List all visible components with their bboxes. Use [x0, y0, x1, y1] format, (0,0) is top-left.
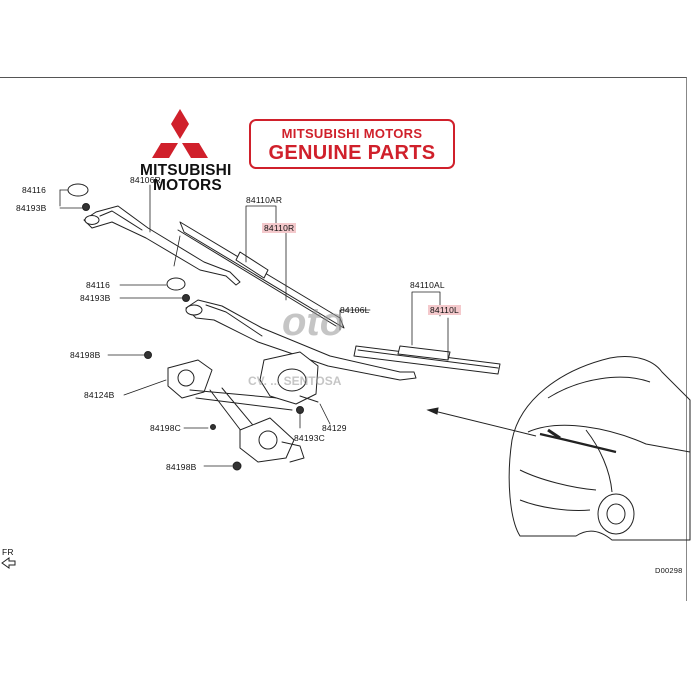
- front-direction-arrow-icon: [1, 557, 16, 569]
- part-label: 84124B: [84, 390, 115, 400]
- brand-name-line2: MOTORS: [153, 177, 222, 194]
- part-label: 84193C: [294, 433, 325, 443]
- nut-icon: [182, 294, 190, 302]
- part-label-highlighted: 84110R: [262, 223, 297, 233]
- watermark-text: CV. ... SENTOSA: [248, 374, 342, 388]
- front-direction-label: FR: [2, 547, 14, 557]
- part-label: 84116: [86, 280, 111, 290]
- badge-top-text: MITSUBISHI MOTORS: [281, 126, 423, 141]
- bolt-icon: [210, 424, 216, 430]
- drawing-code: D00298: [655, 566, 683, 575]
- vehicle-outline: [508, 356, 691, 541]
- nut-icon: [82, 203, 90, 211]
- bolt-icon: [232, 461, 242, 471]
- watermark-logo: oto: [282, 300, 345, 344]
- wiper-motor: [259, 351, 319, 405]
- part-label: 84198B: [166, 462, 197, 472]
- part-label: 84198B: [70, 350, 101, 360]
- badge-bottom-text: GENUINE PARTS: [268, 142, 436, 164]
- part-label: 84106R: [130, 175, 161, 185]
- part-label: 84106L: [340, 305, 370, 315]
- cap-icon: [67, 183, 89, 197]
- bolt-icon: [144, 351, 152, 359]
- wiper-arm-left: [185, 299, 417, 381]
- part-label: 84193B: [16, 203, 47, 213]
- part-label: 84110AR: [246, 195, 283, 205]
- part-label: 84129: [322, 423, 347, 433]
- location-arrow-icon: [426, 407, 537, 437]
- part-label-highlighted: 84110L: [428, 305, 461, 315]
- part-label: 84198C: [150, 423, 181, 433]
- part-label: 84116: [22, 185, 47, 195]
- brand-name-line1: MITSUBISHI: [140, 162, 232, 179]
- wiper-arm-right: [83, 205, 241, 286]
- leader-lines: [59, 184, 449, 467]
- wiper-linkage: [167, 359, 305, 463]
- wiper-blade-right: [177, 221, 345, 329]
- cap-icon: [166, 277, 186, 291]
- part-label: 84193B: [80, 293, 111, 303]
- genuine-parts-badge: MITSUBISHI MOTORS GENUINE PARTS: [249, 119, 455, 169]
- drawing-sheet-border: [0, 77, 687, 601]
- part-label: 84110AL: [410, 280, 445, 290]
- mitsubishi-logo-icon: [152, 109, 208, 158]
